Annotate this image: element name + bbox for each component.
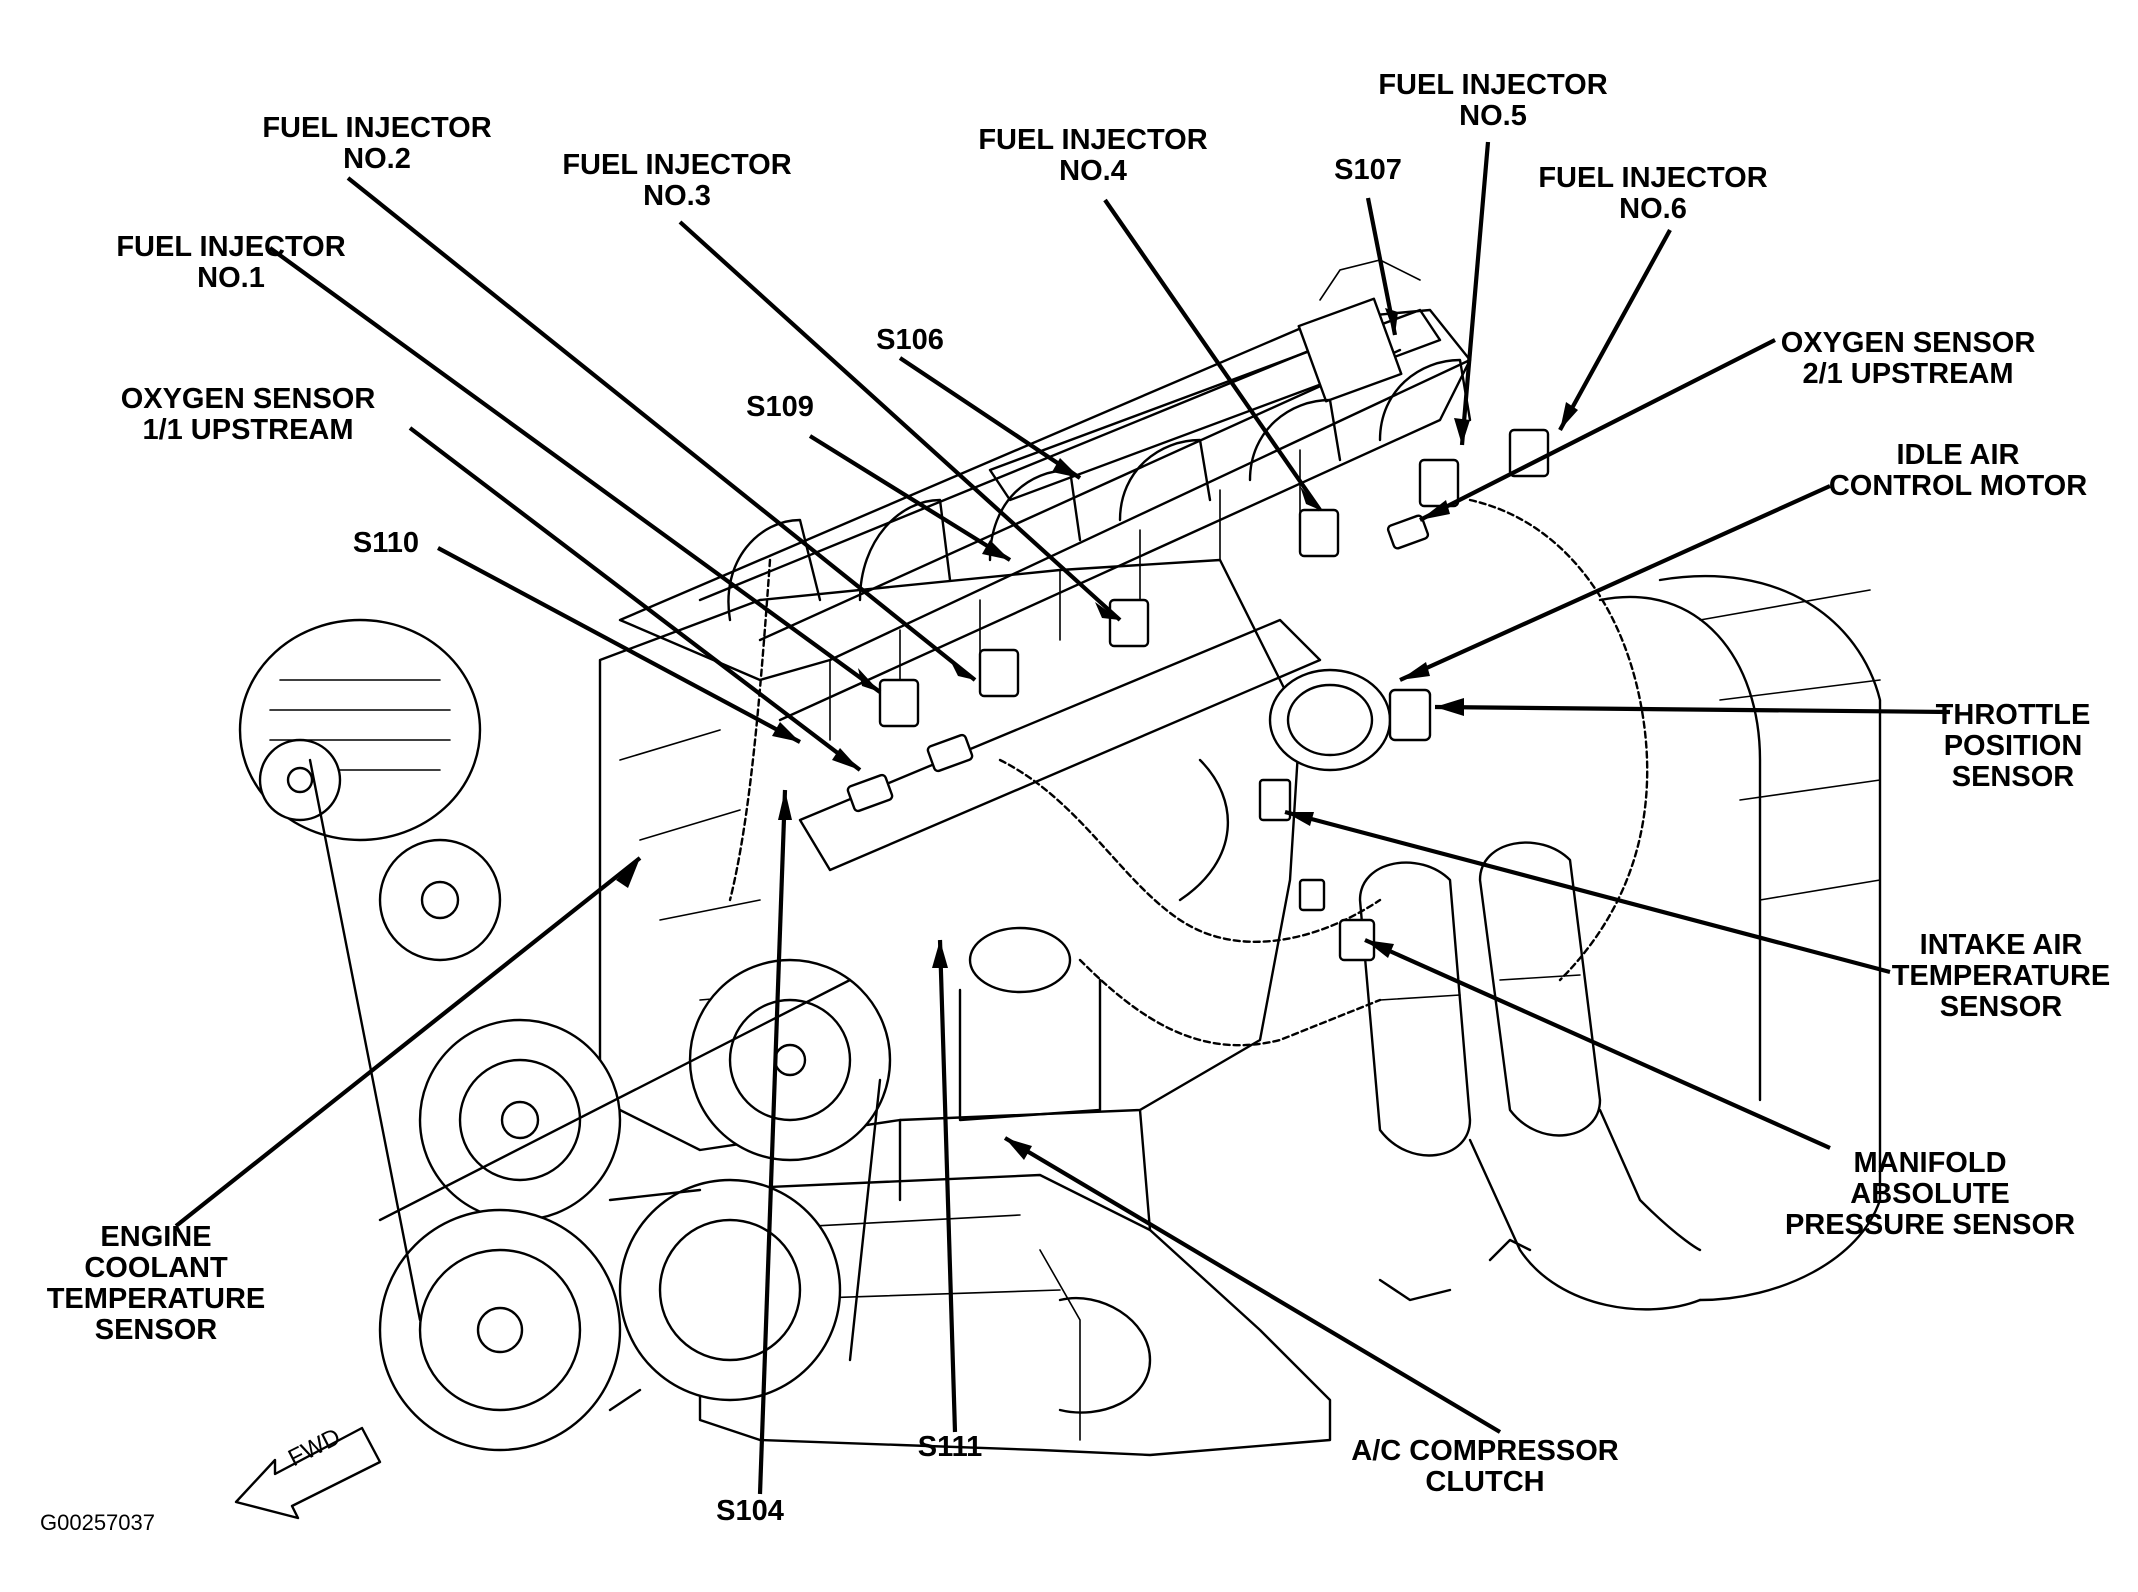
label-fuel-injector-no3: FUEL INJECTOR NO.3: [546, 150, 808, 212]
label-idle-air-control-motor: IDLE AIR CONTROL MOTOR: [1808, 440, 2108, 502]
label-engine-coolant-temperature-sensor-line2: COOLANT: [84, 1252, 228, 1284]
leader-lines: [174, 141, 1951, 1495]
label-oxygen-sensor-1-1-upstream: OXYGEN SENSOR 1/1 UPSTREAM: [98, 384, 398, 446]
label-engine-coolant-temperature-sensor-line1: ENGINE: [100, 1221, 212, 1253]
label-fuel-injector-no6: FUEL INJECTOR NO.6: [1522, 163, 1784, 225]
label-idle-air-control-motor-line2: CONTROL MOTOR: [1828, 470, 2088, 502]
label-ac-compressor-clutch-line2: CLUTCH: [1425, 1466, 1545, 1498]
belt-pulleys: [308, 758, 892, 1452]
power-steering-reservoir: [958, 926, 1102, 1122]
label-intake-air-temperature-sensor-line3: SENSOR: [1939, 991, 2063, 1023]
label-fuel-injector-no4-line2: NO.4: [1059, 155, 1127, 187]
label-s111-text: S111: [917, 1431, 983, 1463]
label-fuel-injector-no6-line1: FUEL INJECTOR: [1538, 162, 1768, 194]
label-s106: S106: [860, 325, 960, 356]
label-intake-air-temperature-sensor: INTAKE AIR TEMPERATURE SENSOR: [1876, 930, 2126, 1023]
label-manifold-absolute-pressure-sensor-line1: MANIFOLD: [1853, 1147, 2007, 1179]
alternator: [238, 618, 482, 842]
label-fuel-injector-no5-line1: FUEL INJECTOR: [1378, 69, 1608, 101]
label-s106-text: S106: [876, 324, 944, 356]
label-throttle-position-sensor-line2: POSITION: [1943, 730, 2083, 762]
label-fuel-injector-no1-line1: FUEL INJECTOR: [116, 231, 346, 263]
figure-code: G00257037: [40, 1510, 155, 1535]
sensors-fittings: [846, 514, 1532, 1302]
label-idle-air-control-motor-line1: IDLE AIR: [1896, 439, 2020, 471]
label-s109: S109: [730, 392, 830, 423]
exhaust-manifold: [1358, 841, 1702, 1311]
label-fuel-injector-no6-line2: NO.6: [1619, 193, 1687, 225]
label-intake-air-temperature-sensor-line1: INTAKE AIR: [1919, 929, 2083, 961]
label-fuel-injector-no2: FUEL INJECTOR NO.2: [246, 113, 508, 175]
label-fuel-injector-no1: FUEL INJECTOR NO.1: [100, 232, 362, 294]
label-s110-text: S110: [352, 527, 420, 559]
label-manifold-absolute-pressure-sensor: MANIFOLD ABSOLUTE PRESSURE SENSOR: [1760, 1148, 2100, 1241]
label-ac-compressor-clutch-line1: A/C COMPRESSOR: [1351, 1435, 1619, 1467]
label-s107: S107: [1318, 155, 1418, 186]
label-manifold-absolute-pressure-sensor-line2: ABSOLUTE: [1850, 1178, 2010, 1210]
label-fuel-injector-no2-line2: NO.2: [343, 143, 411, 175]
label-s110: S110: [336, 528, 436, 559]
label-throttle-position-sensor-line1: THROTTLE: [1935, 699, 2091, 731]
label-engine-coolant-temperature-sensor: ENGINE COOLANT TEMPERATURE SENSOR: [36, 1222, 276, 1346]
label-oxygen-sensor-1-1-line2: 1/1 UPSTREAM: [142, 414, 354, 446]
label-s111: S111: [900, 1432, 1000, 1463]
label-intake-air-temperature-sensor-line2: TEMPERATURE: [1891, 960, 2111, 992]
label-fuel-injector-no1-line2: NO.1: [197, 262, 265, 294]
label-oxygen-sensor-1-1-line1: OXYGEN SENSOR: [120, 383, 376, 415]
label-fuel-injector-no5: FUEL INJECTOR NO.5: [1362, 70, 1624, 132]
label-oxygen-sensor-2-1-line1: OXYGEN SENSOR: [1780, 327, 2036, 359]
label-manifold-absolute-pressure-sensor-line3: PRESSURE SENSOR: [1784, 1209, 2076, 1241]
label-fuel-injector-no4-line1: FUEL INJECTOR: [978, 124, 1208, 156]
label-s109-text: S109: [746, 391, 814, 423]
label-oxygen-sensor-2-1-line2: 2/1 UPSTREAM: [1802, 358, 2014, 390]
intake-manifold: [727, 358, 1472, 872]
label-fuel-injector-no4: FUEL INJECTOR NO.4: [962, 125, 1224, 187]
label-s107-text: S107: [1334, 154, 1402, 186]
throttle-body: [1258, 668, 1432, 822]
label-engine-coolant-temperature-sensor-line3: TEMPERATURE: [46, 1283, 266, 1315]
label-engine-coolant-temperature-sensor-line4: SENSOR: [94, 1314, 218, 1346]
label-fuel-injector-no5-line2: NO.5: [1459, 100, 1527, 132]
label-fuel-injector-no2-line1: FUEL INJECTOR: [262, 112, 492, 144]
wiring-harness: [728, 498, 1649, 1047]
label-fuel-injector-no3-line2: NO.3: [643, 180, 711, 212]
label-oxygen-sensor-2-1-upstream: OXYGEN SENSOR 2/1 UPSTREAM: [1758, 328, 2058, 390]
label-s104: S104: [700, 1496, 800, 1527]
label-s104-text: S104: [716, 1495, 784, 1527]
label-ac-compressor-clutch: A/C COMPRESSOR CLUTCH: [1330, 1436, 1640, 1498]
label-fuel-injector-no3-line1: FUEL INJECTOR: [562, 149, 792, 181]
forward-arrow-icon: [234, 1426, 382, 1520]
label-throttle-position-sensor: THROTTLE POSITION SENSOR: [1898, 700, 2128, 793]
transmission-housing: [1598, 575, 1882, 1302]
label-throttle-position-sensor-line3: SENSOR: [1951, 761, 2075, 793]
